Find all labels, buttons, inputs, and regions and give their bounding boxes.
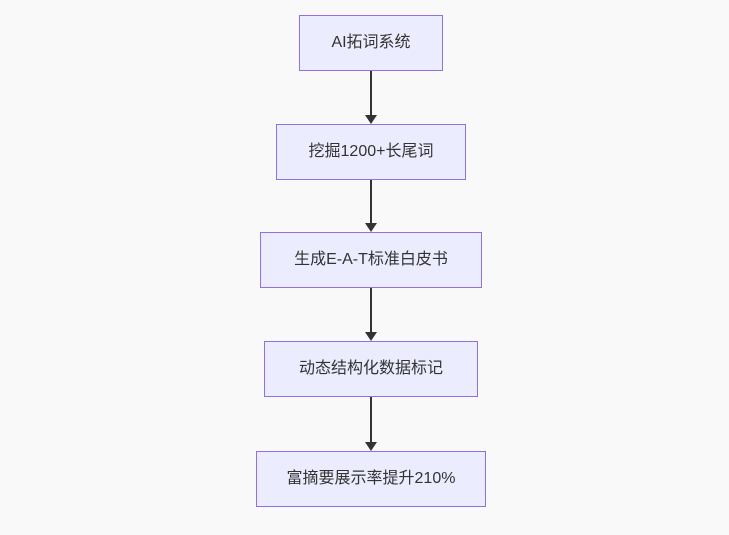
flowchart-node-1: AI拓词系统 [299, 15, 443, 71]
flowchart-node-2-label: 挖掘1200+长尾词 [308, 143, 434, 160]
edge-line [370, 397, 372, 443]
flowchart-node-2: 挖掘1200+长尾词 [276, 124, 466, 180]
edge-line [370, 288, 372, 333]
flowchart-node-3: 生成E-A-T标准白皮书 [260, 232, 482, 288]
flowchart-node-1-label: AI拓词系统 [331, 34, 411, 51]
flowchart-node-3-label: 生成E-A-T标准白皮书 [294, 251, 448, 268]
flowchart-node-4: 动态结构化数据标记 [264, 341, 478, 397]
flowchart-node-5: 富摘要展示率提升210% [256, 451, 486, 507]
arrow-down-icon [365, 332, 377, 341]
arrow-down-icon [365, 442, 377, 451]
edge-line [370, 71, 372, 116]
arrow-down-icon [365, 223, 377, 232]
flowchart-node-4-label: 动态结构化数据标记 [298, 360, 443, 377]
arrow-down-icon [365, 115, 377, 124]
flowchart-node-5-label: 富摘要展示率提升210% [286, 470, 456, 487]
edge-line [370, 180, 372, 224]
